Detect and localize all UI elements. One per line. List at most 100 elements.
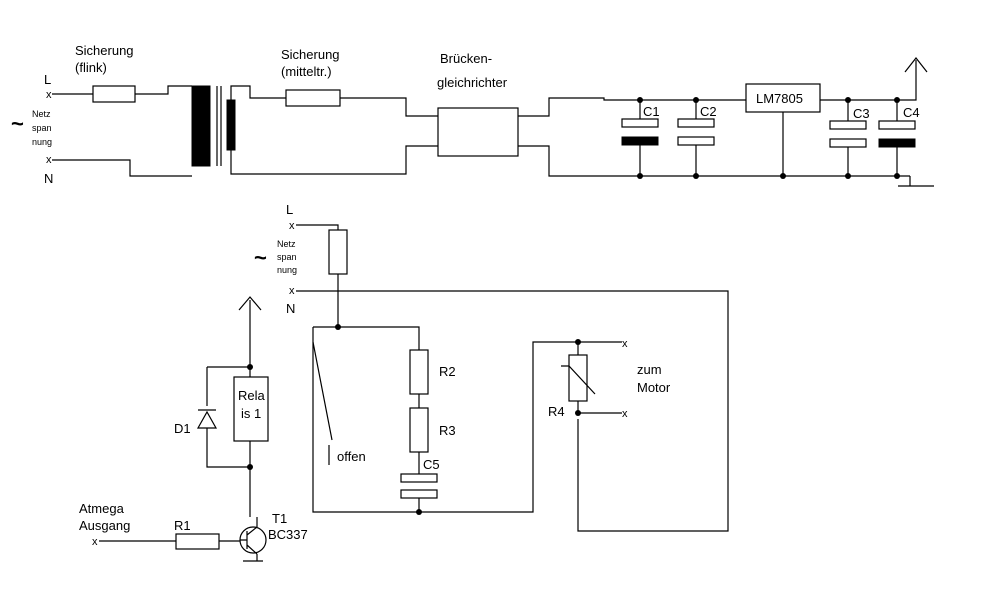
r4-label: R4 bbox=[548, 404, 565, 419]
junction-diode-top bbox=[247, 364, 253, 370]
ground-symbol-top bbox=[898, 176, 934, 187]
bottom-neutral-label: N bbox=[286, 301, 295, 316]
top-ac-symbol: ~ bbox=[11, 111, 24, 136]
junction-r4-bottom bbox=[575, 410, 581, 416]
r3-label: R3 bbox=[439, 423, 456, 438]
fuse1-label-2: (flink) bbox=[75, 60, 107, 75]
junction-c3-bottom bbox=[845, 173, 851, 179]
wire-regulator-out bbox=[820, 60, 917, 101]
motor-label-1: zum bbox=[637, 362, 662, 377]
c4-plate-top bbox=[878, 120, 916, 130]
c3-plate-top bbox=[829, 120, 867, 130]
junction-c1-bottom bbox=[637, 173, 643, 179]
bottom-mains-label-2: span bbox=[277, 252, 297, 262]
rectifier-label-1: Brücken- bbox=[440, 51, 492, 66]
bottom-neutral-terminal: x bbox=[289, 285, 295, 297]
input-label-1: Atmega bbox=[79, 501, 125, 516]
wire-r4-bottom bbox=[577, 401, 622, 414]
regulator-label: LM7805 bbox=[756, 91, 803, 106]
r2-label: R2 bbox=[439, 364, 456, 379]
c1-plate-top bbox=[621, 118, 659, 128]
c2-label: C2 bbox=[700, 104, 717, 119]
input-label-2: Ausgang bbox=[79, 518, 130, 533]
ground-symbol-bottom bbox=[243, 554, 263, 562]
diode-d1-symbol bbox=[196, 410, 218, 429]
c2-plate-bottom bbox=[677, 136, 715, 146]
transistor-t1-leads bbox=[240, 526, 258, 555]
motor-terminal-2: x bbox=[622, 408, 628, 420]
relay-label-2: is 1 bbox=[241, 406, 261, 421]
wire-live-fuse bbox=[296, 224, 339, 230]
junction-diode-bottom bbox=[247, 464, 253, 470]
junction-fuse-node bbox=[335, 324, 341, 330]
junction-c5-bottom bbox=[416, 509, 422, 515]
junction-regulator-bottom bbox=[780, 173, 786, 179]
junction-c4-top bbox=[894, 97, 900, 103]
transformer-primary bbox=[191, 85, 211, 167]
junction-c3-top bbox=[845, 97, 851, 103]
switch-label: offen bbox=[337, 449, 366, 464]
top-neutral-label: N bbox=[44, 171, 53, 186]
wire-c5-motor bbox=[418, 341, 622, 513]
fuse1-symbol bbox=[92, 85, 136, 103]
relay-label-1: Rela bbox=[238, 388, 266, 403]
junction-c1-top bbox=[637, 97, 643, 103]
fuse2-symbol bbox=[285, 89, 341, 107]
wire-rectifier-minus bbox=[518, 145, 910, 177]
bottom-live-label: L bbox=[286, 202, 293, 217]
wire-node-r2 bbox=[313, 326, 420, 350]
wire-neutral-loop bbox=[296, 290, 729, 532]
junction-r4-top bbox=[575, 339, 581, 345]
bottom-fuse-symbol bbox=[328, 229, 348, 275]
c1-plate-bottom bbox=[621, 136, 659, 146]
wire-diode bbox=[206, 366, 250, 468]
motor-label-2: Motor bbox=[637, 380, 671, 395]
input-terminal: x bbox=[92, 536, 98, 548]
rectifier-label-2: gleichrichter bbox=[437, 75, 508, 90]
relay-switch-contact bbox=[312, 327, 333, 441]
fuse2-label-1: Sicherung bbox=[281, 47, 340, 62]
top-mains-label-1: Netz bbox=[32, 109, 51, 119]
r1-symbol bbox=[175, 533, 220, 550]
c5-plate-top bbox=[400, 473, 438, 483]
vcc-arrow-bottom bbox=[238, 296, 262, 311]
junction-c2-top bbox=[693, 97, 699, 103]
c4-plate-bottom bbox=[878, 138, 916, 148]
bottom-ac-symbol: ~ bbox=[254, 245, 267, 270]
bottom-mains-label-3: nung bbox=[277, 265, 297, 275]
c4-label: C4 bbox=[903, 105, 920, 120]
top-mains-label-3: nung bbox=[32, 137, 52, 147]
transistor-label-1: T1 bbox=[272, 511, 287, 526]
transformer-secondary bbox=[226, 99, 236, 151]
relay-coil-symbol bbox=[233, 376, 269, 442]
fuse1-label-1: Sicherung bbox=[75, 43, 134, 58]
vcc-arrow bbox=[904, 57, 928, 73]
wire-fuse1 bbox=[52, 85, 192, 95]
regulator-symbol bbox=[745, 83, 821, 113]
r4-varistor-line bbox=[561, 365, 596, 395]
wire-neutral-primary bbox=[52, 159, 192, 177]
rectifier-symbol bbox=[437, 107, 519, 157]
wire-secondary-top bbox=[230, 85, 286, 100]
motor-terminal-1: x bbox=[622, 338, 628, 350]
relay-motor-circuit: L x ~ Netz span nung x N offen R2 R3 C5 … bbox=[79, 202, 729, 562]
wire-secondary-bottom bbox=[230, 145, 438, 175]
transistor-label-2: BC337 bbox=[268, 527, 308, 542]
diode-label: D1 bbox=[174, 421, 191, 436]
junction-c2-bottom bbox=[693, 173, 699, 179]
bottom-mains-label-1: Netz bbox=[277, 239, 296, 249]
c2-plate-top bbox=[677, 118, 715, 128]
c5-label: C5 bbox=[423, 457, 440, 472]
c3-plate-bottom bbox=[829, 138, 867, 148]
c5-plate-bottom bbox=[400, 489, 438, 499]
wire-rectifier-plus bbox=[518, 97, 746, 117]
top-live-terminal: x bbox=[46, 89, 52, 101]
r3-symbol bbox=[409, 407, 429, 453]
c1-label: C1 bbox=[643, 104, 660, 119]
wire-switch-bottom bbox=[312, 342, 419, 513]
r1-label: R1 bbox=[174, 518, 191, 533]
c3-label: C3 bbox=[853, 106, 870, 121]
wire-fuse2-rectifier bbox=[340, 97, 438, 117]
r2-symbol bbox=[409, 349, 429, 395]
